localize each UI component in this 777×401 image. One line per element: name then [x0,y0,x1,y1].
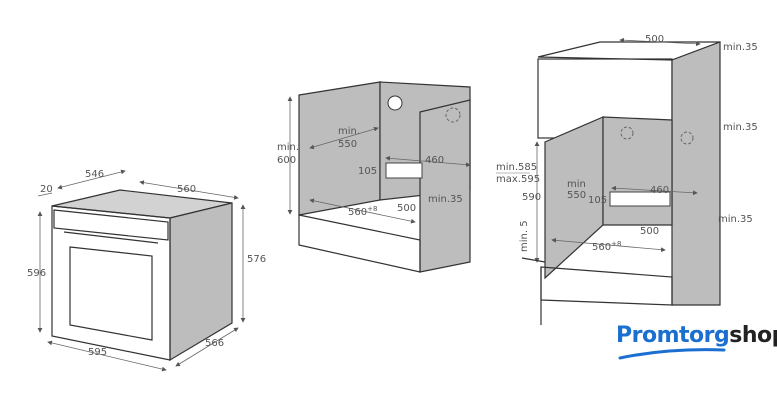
lower-cabinet [540,266,673,306]
logo-part-promtorg: Promtorg [616,323,730,348]
dim-min-600-l1: min. [277,142,299,153]
dim-500: 500 [397,203,416,214]
dim-min-550-l1: min [567,179,586,190]
dim-gap-mid: min.35 [723,122,758,133]
dim-min-5: min. 5 [519,220,530,252]
dim-460: 460 [650,185,669,196]
oven-front [51,205,171,361]
oven-drawing: 546 560 20 596 576 595 566 [27,169,266,372]
column-drawing: 500 min.35 min.35 min.35 min.585 max.595… [496,34,758,325]
dim-590: 590 [522,192,541,203]
dim-20: 20 [40,184,53,195]
side-panel [671,41,721,306]
dim-105: 105 [358,166,377,177]
dim-560-8: 560+8 [592,240,621,253]
dim-460: 460 [425,155,444,166]
dim-min-35: min.35 [428,194,463,205]
dim-576: 576 [247,254,266,265]
dim-105: 105 [588,195,607,206]
dim-560: 560 [177,184,196,195]
dim-500: 500 [640,226,659,237]
oven-window [69,246,153,341]
dim-min-600-l2: 600 [277,155,296,166]
dim-min-550-l2: 550 [567,190,586,201]
dim-596: 596 [27,268,46,279]
control-panel [53,209,169,241]
dim-min-585: min.585 [496,162,537,173]
dim-max-595: max.595 [496,174,540,185]
niche-back [602,116,673,226]
dim-min-550-l1: min. [338,126,360,137]
dim-min-550-l2: 550 [338,139,357,150]
dim-gap-top: min.35 [723,42,758,53]
oven-side [169,202,233,362]
dim-top-500: 500 [645,34,664,45]
plinth [298,214,421,273]
dim-546: 546 [85,169,104,180]
logo-swoosh-icon [618,348,726,360]
promtorgshop-logo[interactable]: Promtorgshop [616,323,777,348]
dim-595: 595 [88,347,107,358]
dim-560-8: 560+8 [348,205,377,218]
logo-part-shop: shop [729,323,777,348]
door-handle [63,231,159,244]
right-wall [419,99,471,273]
dim-gap-side: min.35 [718,214,753,225]
dim-566: 566 [205,338,224,349]
under-counter-drawing: min. 600 min. 550 105 460 560+8 500 min.… [277,81,471,273]
